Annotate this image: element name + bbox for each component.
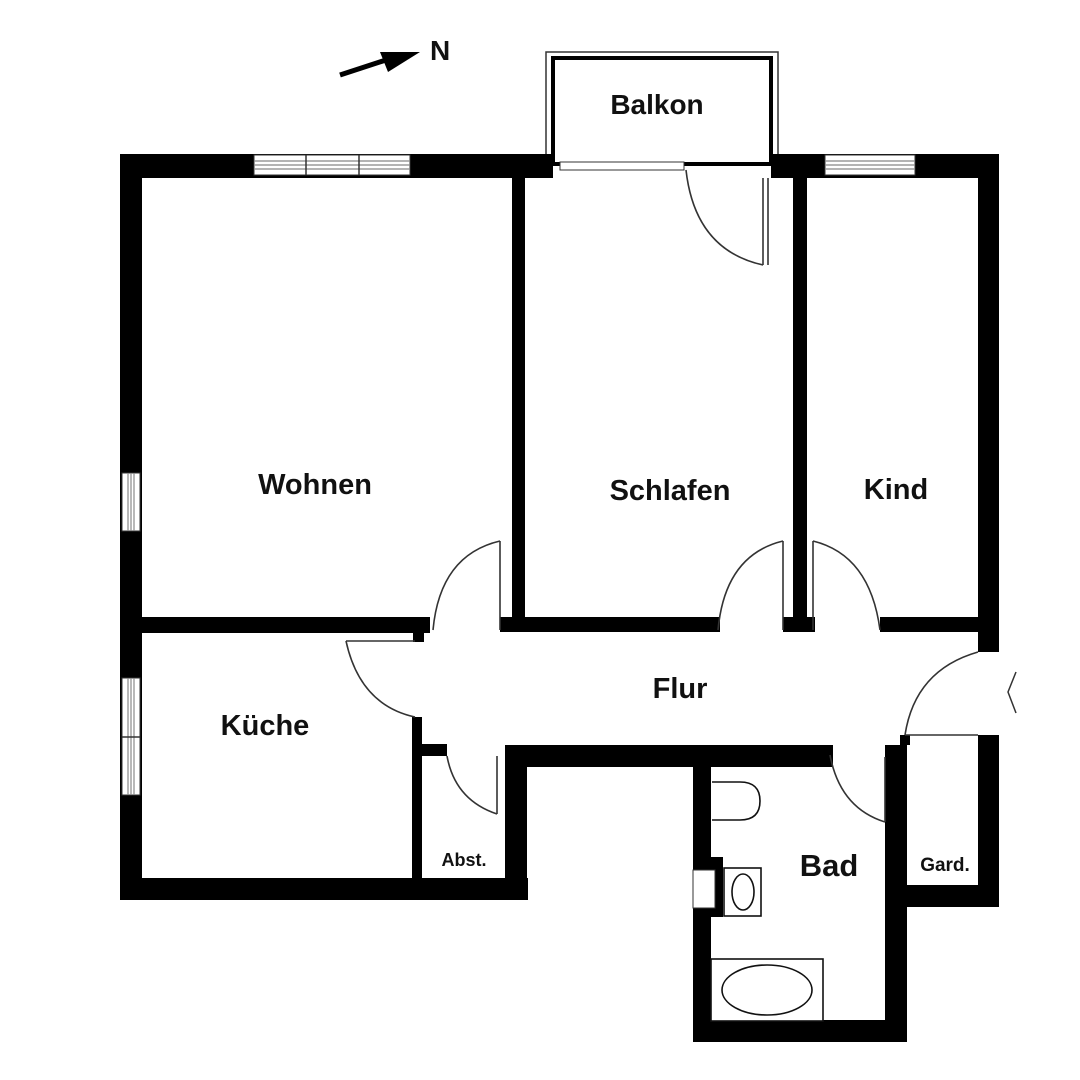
toilet (712, 781, 761, 821)
room-label-gard: Gard. (920, 855, 970, 876)
door-abst[interactable] (446, 755, 498, 815)
balcony (545, 51, 779, 171)
room-label-schlafen: Schlafen (610, 475, 731, 507)
door-entrance[interactable] (904, 651, 1017, 736)
exterior-walls (120, 154, 999, 1042)
window-bad (692, 869, 716, 909)
room-label-flur: Flur (653, 673, 708, 705)
room-label-bad: Bad (800, 848, 859, 883)
compass-label: N (430, 35, 450, 66)
window-wohnen-left (121, 472, 141, 532)
bathtub (710, 958, 824, 1022)
door-kind[interactable] (812, 540, 881, 631)
door-schlafen[interactable] (717, 540, 784, 631)
room-label-balkon: Balkon (610, 89, 703, 120)
window-wohnen-top (253, 154, 411, 176)
interior-walls (140, 170, 999, 917)
room-label-kueche: Küche (221, 710, 310, 742)
door-balkon[interactable] (685, 169, 769, 266)
room-label-wohnen: Wohnen (258, 469, 372, 501)
room-label-kind: Kind (864, 474, 928, 506)
room-label-abst: Abst. (442, 850, 487, 870)
window-kueche-left (121, 677, 141, 796)
door-bad[interactable] (829, 754, 886, 823)
window-kind-top (824, 154, 916, 176)
north-arrow-icon (339, 52, 420, 78)
door-wohnen[interactable] (432, 540, 501, 631)
sink (723, 867, 762, 917)
door-kueche[interactable] (345, 640, 416, 718)
